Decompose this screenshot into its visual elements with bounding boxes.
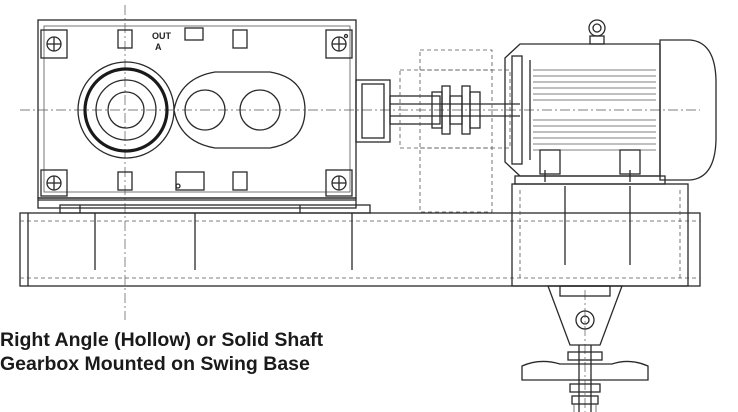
coupling-guard (399, 49, 511, 213)
caption-line-1: Right Angle (Hollow) or Solid Shaft (0, 329, 324, 351)
stamp-a: A (155, 42, 162, 52)
diagram-caption: Right Angle (Hollow) or Solid Shaft Gear… (0, 328, 420, 376)
pivot-bracket (521, 285, 649, 412)
gearbox-stamp: OUT A (152, 31, 172, 52)
coupling (431, 85, 481, 135)
output-hub (355, 79, 520, 143)
centerlines (20, 5, 700, 412)
stamp-out: OUT (152, 31, 172, 41)
electric-motor (504, 19, 717, 185)
swing-base (19, 183, 701, 287)
gearbox-housing (37, 19, 357, 209)
caption-line-2: Gearbox Mounted on Swing Base (0, 353, 310, 375)
